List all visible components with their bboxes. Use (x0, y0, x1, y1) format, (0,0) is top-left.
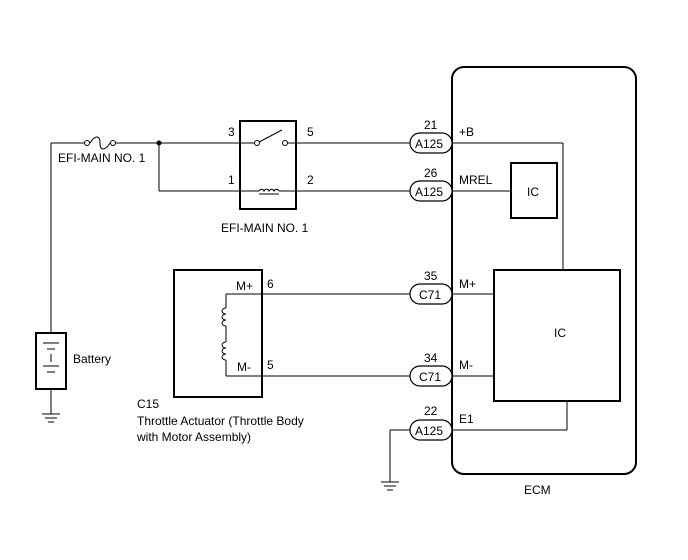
connector-pin: 35 (424, 269, 438, 283)
ecm-ic-small (510, 162, 558, 219)
relay-pin-2: 2 (307, 173, 314, 187)
ecm-ic-large-label: IC (554, 326, 566, 340)
relay-pin-3: 3 (228, 125, 235, 139)
relay-pin-5: 5 (307, 125, 314, 139)
connector-c71-34 (409, 365, 453, 387)
connector-code: C71 (419, 288, 441, 302)
actuator-pin-num-6: 6 (267, 277, 274, 291)
ecm-signal-label: M+ (459, 277, 476, 291)
ecm-signal-label: M- (459, 358, 473, 372)
ground-icon (381, 481, 399, 491)
ecm-signal-label: E1 (459, 412, 474, 426)
ecm-ic-small-label: IC (527, 185, 539, 199)
connector-a125-26 (409, 180, 453, 202)
connector-code: C71 (419, 370, 441, 384)
ground-icon (42, 413, 60, 423)
relay-pin-1: 1 (228, 173, 235, 187)
connector-c71-35 (409, 283, 453, 305)
battery-label: Battery (73, 352, 111, 366)
relay (239, 120, 297, 210)
connector-code: A125 (415, 137, 443, 151)
connector-pin: 21 (424, 118, 438, 132)
connector-a125-21 (409, 132, 453, 154)
actuator-name-line2: with Motor Assembly) (136, 430, 251, 444)
ecm-signal-label: MREL (459, 173, 493, 187)
ecm-ic-large (493, 269, 621, 402)
fuse-icon (84, 136, 116, 150)
actuator-name-line1: Throttle Actuator (Throttle Body (137, 414, 304, 428)
connector-pin: 34 (424, 351, 438, 365)
battery (35, 332, 67, 390)
connector-pin: 22 (424, 404, 438, 418)
fuse-label: EFI-MAIN NO. 1 (58, 151, 146, 165)
relay-label: EFI-MAIN NO. 1 (221, 221, 309, 235)
connector-code: A125 (415, 185, 443, 199)
connector-pin: 26 (424, 166, 438, 180)
throttle-actuator (173, 269, 263, 398)
connector-code: A125 (415, 424, 443, 438)
actuator-code: C15 (137, 397, 159, 411)
actuator-pin-mminus: M- (237, 360, 251, 374)
ecm-label: ECM (524, 483, 551, 497)
ecm-signal-label: +B (459, 125, 474, 139)
actuator-pin-num-5: 5 (267, 358, 274, 372)
actuator-pin-mplus: M+ (236, 279, 253, 293)
